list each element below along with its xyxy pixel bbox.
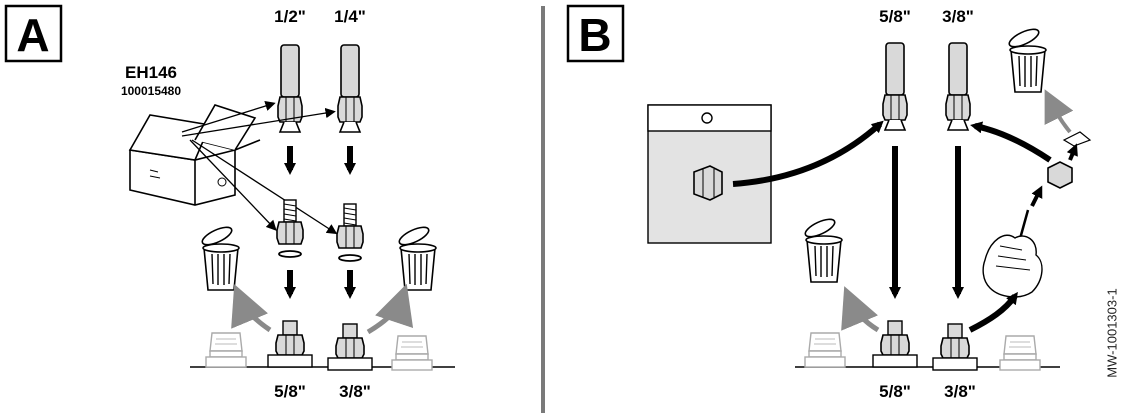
panel-a-size-bottom-right: 3/8" <box>339 382 371 401</box>
service-valve-small-a <box>328 324 372 370</box>
panel-a: A EH146 100015480 1/2" 1/4" <box>6 6 455 401</box>
hand-with-tool-icon <box>983 210 1042 297</box>
pipe-three-eighths <box>946 43 970 130</box>
hand-to-nut-arrow <box>1032 190 1040 206</box>
panel-b-size-bottom-right: 3/8" <box>944 382 976 401</box>
panel-a-size-top-right: 1/4" <box>334 7 366 26</box>
return-arrow-b-top <box>1050 100 1070 132</box>
union-fitting-left <box>277 200 303 257</box>
accessory-box-icon <box>130 105 260 205</box>
panel-a-size-bottom-left: 5/8" <box>274 382 306 401</box>
panel-b: B 5/8" 3/8" <box>568 6 1090 401</box>
return-arrow-a-left <box>240 298 270 330</box>
capped-valve-icon-a-left <box>206 333 246 367</box>
valve-to-hand-arrow <box>970 296 1015 330</box>
panel-b-size-top-right: 3/8" <box>942 7 974 26</box>
panel-b-size-top-left: 5/8" <box>879 7 911 26</box>
trash-bin-icon-a-right <box>397 224 436 290</box>
panel-a-size-top-left: 1/2" <box>274 7 306 26</box>
union-fitting-right <box>337 204 363 261</box>
panel-a-letter: A <box>16 9 49 61</box>
pipe-five-eighths <box>883 43 907 130</box>
capped-valve-icon-a-right <box>392 336 432 370</box>
return-arrow-b-left <box>850 300 878 330</box>
kit-name-label: EH146 <box>125 63 177 82</box>
pipe-quarter-inch <box>338 45 362 132</box>
document-code: MW-1001303-1 <box>1105 288 1120 377</box>
panel-b-size-bottom-left: 5/8" <box>879 382 911 401</box>
washer-icon <box>1064 132 1090 146</box>
kit-reference-label: 100015480 <box>121 84 181 98</box>
service-valve-small-b <box>933 324 977 370</box>
trash-bin-icon-b-left <box>803 216 842 282</box>
spare-nut-bag-icon <box>648 105 771 243</box>
capped-valve-icon-b-left <box>805 333 845 367</box>
panel-b-letter: B <box>578 9 611 61</box>
nut-to-pipe-arrow <box>975 126 1050 160</box>
return-arrow-a-right <box>368 298 402 332</box>
capped-valve-icon-b-right <box>1000 336 1040 370</box>
trash-bin-icon-b-top <box>1007 26 1046 92</box>
nut-to-washer-arrow <box>1070 148 1075 160</box>
service-valve-large-b <box>873 321 917 367</box>
service-valve-large-a <box>268 321 312 367</box>
removed-nut-icon <box>1048 162 1072 188</box>
trash-bin-icon-a-left <box>200 224 239 290</box>
